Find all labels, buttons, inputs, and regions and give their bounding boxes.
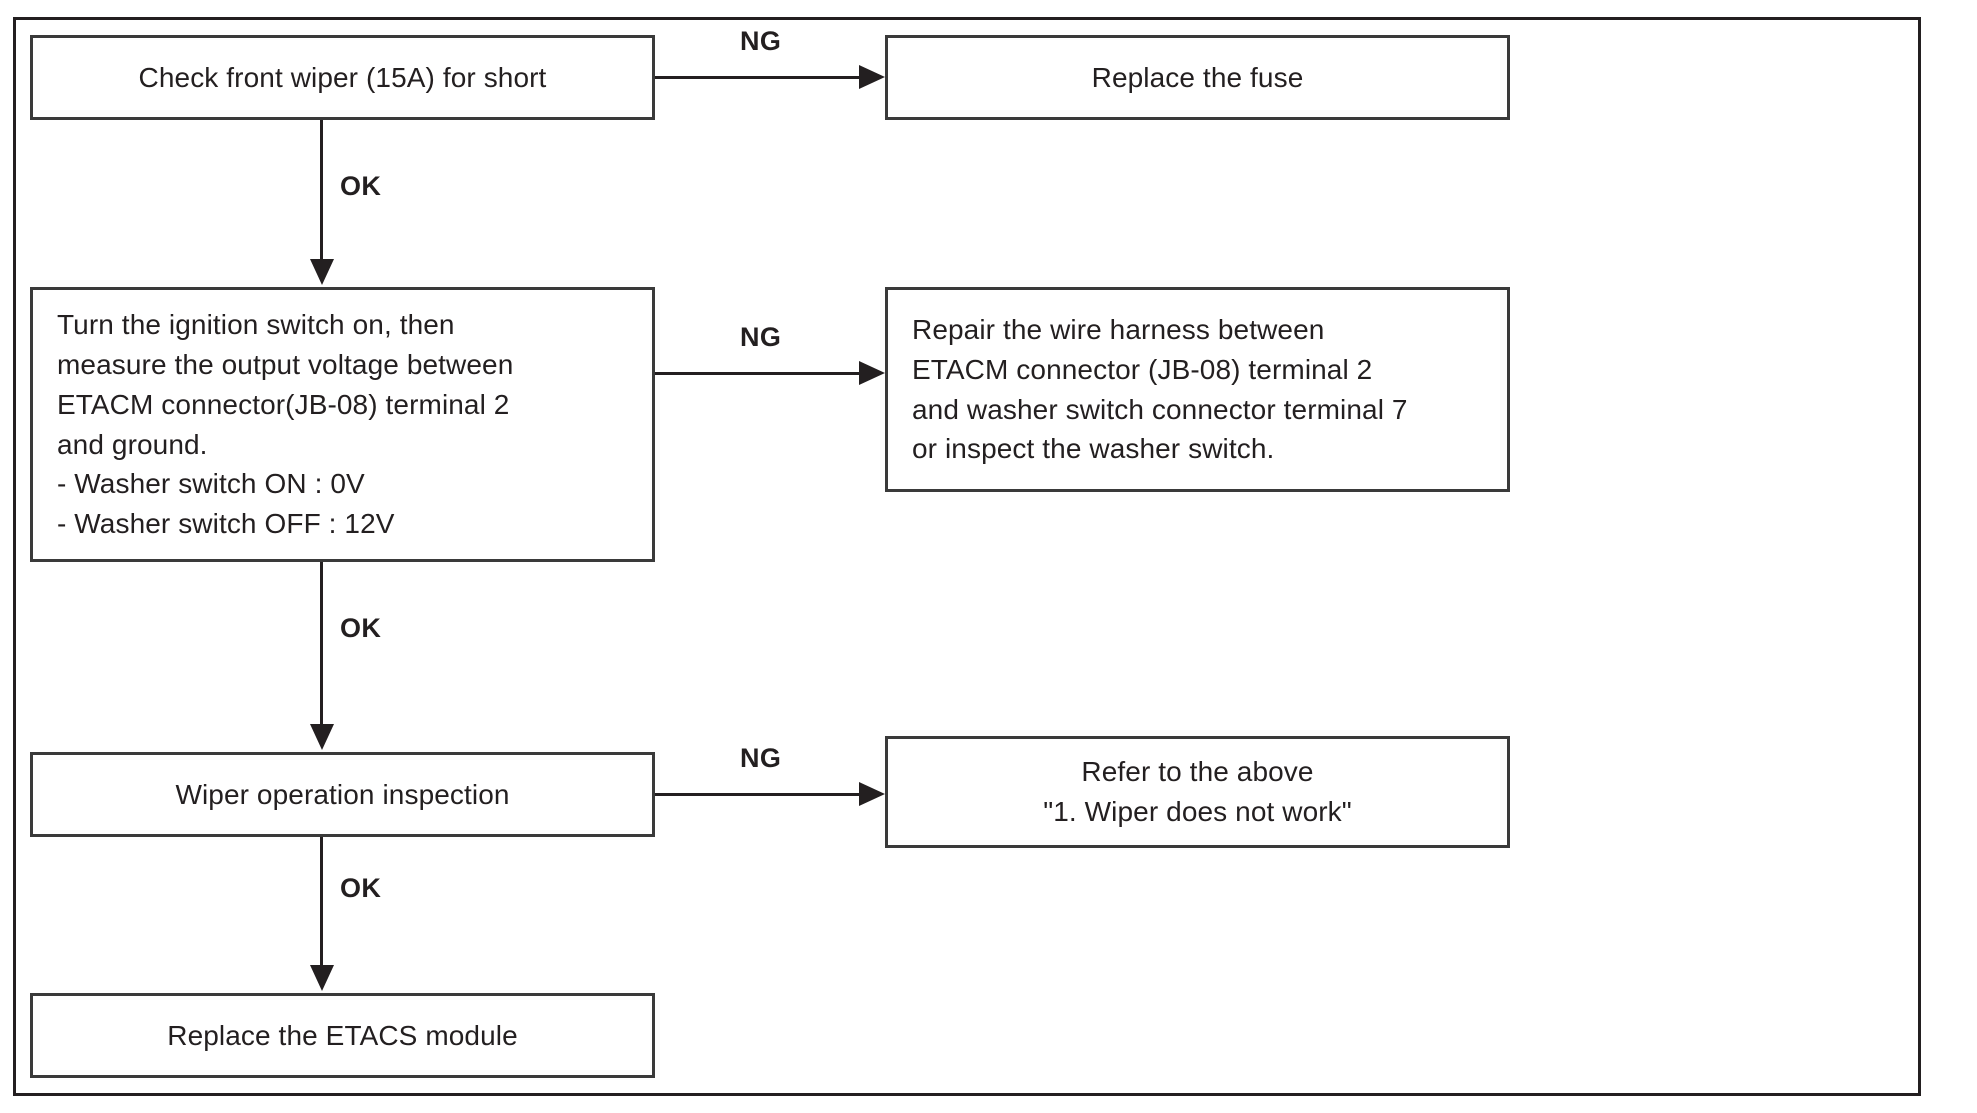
edge-ok-2-line [320, 562, 323, 726]
edge-ng-2-line [655, 372, 861, 375]
edge-ok-3-line [320, 837, 323, 967]
edge-label-ng-3: NG [740, 743, 782, 773]
node-wiper-operation-inspection-label: Wiper operation inspection [175, 778, 510, 810]
node-check-front-wiper-label: Check front wiper (15A) for short [138, 61, 547, 93]
node-measure-output-voltage: Turn the ignition switch on, then measur… [30, 287, 655, 562]
node-replace-etacs-module-label: Replace the ETACS module [167, 1019, 518, 1051]
edge-label-ok-1: OK [340, 171, 382, 201]
node-wiper-operation-inspection: Wiper operation inspection [30, 752, 655, 837]
node-refer-to-the-above: Refer to the above "1. Wiper does not wo… [885, 736, 1510, 848]
edge-ng-3-arrowhead [859, 782, 885, 806]
node-replace-the-fuse-label: Replace the fuse [1091, 61, 1304, 93]
node-replace-the-fuse: Replace the fuse [885, 35, 1510, 120]
edge-label-ng-1: NG [740, 26, 782, 56]
edge-label-ok-3: OK [340, 873, 382, 903]
node-repair-wire-harness: Repair the wire harness between ETACM co… [885, 287, 1510, 492]
edge-label-ok-2: OK [340, 613, 382, 643]
edge-ng-1-arrowhead [859, 65, 885, 89]
edge-label-ng-2: NG [740, 322, 782, 352]
edge-ng-1-line [655, 76, 861, 79]
node-check-front-wiper: Check front wiper (15A) for short [30, 35, 655, 120]
node-replace-etacs-module: Replace the ETACS module [30, 993, 655, 1078]
edge-ok-1-arrowhead [310, 259, 334, 285]
node-repair-wire-harness-label: Repair the wire harness between ETACM co… [912, 314, 1408, 465]
edge-ng-2-arrowhead [859, 361, 885, 385]
node-refer-to-the-above-label: Refer to the above "1. Wiper does not wo… [1043, 756, 1352, 827]
edge-ok-1-line [320, 120, 323, 261]
edge-ng-3-line [655, 793, 861, 796]
edge-ok-2-arrowhead [310, 724, 334, 750]
edge-ok-3-arrowhead [310, 965, 334, 991]
node-measure-output-voltage-label: Turn the ignition switch on, then measur… [57, 309, 514, 539]
